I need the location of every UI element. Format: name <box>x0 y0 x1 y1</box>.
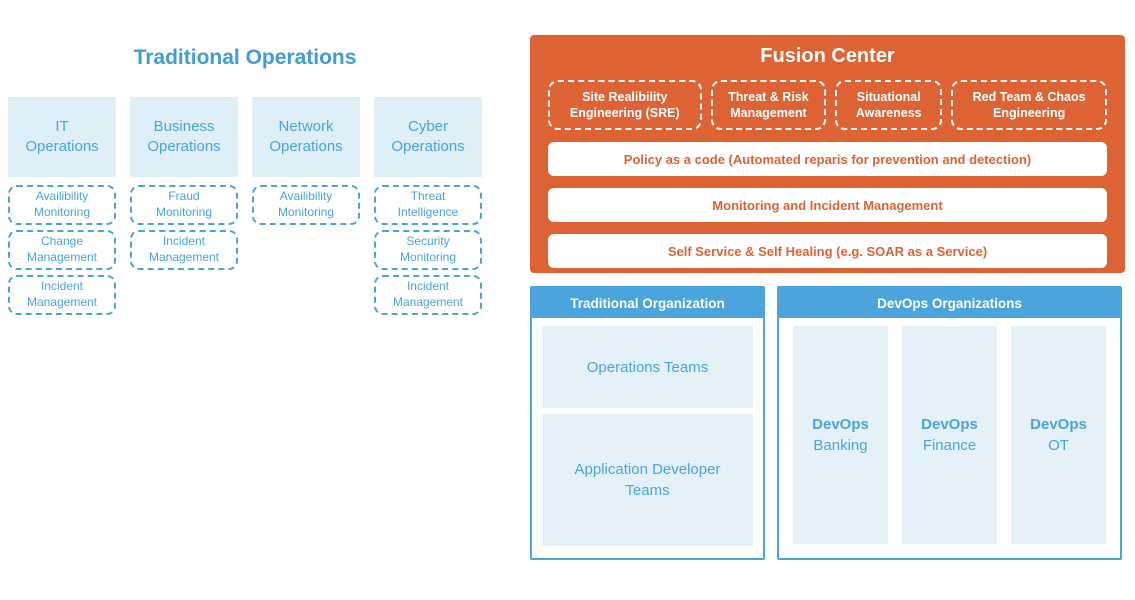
it-incident-management-box: Incident Management <box>8 275 116 315</box>
network-operations-box: Network Operations <box>252 97 360 177</box>
fusion-capabilities-row: Site Realibility Engineering (SRE) Threa… <box>548 80 1107 130</box>
devops-banking-name: DevOps <box>812 416 869 433</box>
fusion-center-title: Fusion Center <box>760 45 895 67</box>
devops-organizations-body: DevOps Banking DevOps Finance DevOps OT <box>779 318 1120 552</box>
devops-ot-box: DevOps OT <box>1011 326 1106 544</box>
self-service-healing-service-bar: Self Service & Self Healing (e.g. SOAR a… <box>548 234 1107 268</box>
devops-finance-name: DevOps <box>921 416 978 433</box>
devops-organizations-header: DevOps Organizations <box>779 288 1120 318</box>
cyber-threat-intelligence-box: Threat Intelligence <box>374 185 482 225</box>
it-operations-box: IT Operations <box>8 97 116 177</box>
it-change-management-box: Change Management <box>8 230 116 270</box>
traditional-operations-title: Traditional Operations <box>133 46 357 69</box>
devops-ot-name: DevOps <box>1030 416 1087 433</box>
ops-column-it: IT Operations Availibility Monitoring Ch… <box>8 97 116 320</box>
application-developer-teams-box: Application Developer Teams <box>542 414 753 546</box>
ops-column-network: Network Operations Availibility Monitori… <box>252 97 360 320</box>
it-availability-monitoring-box: Availibility Monitoring <box>8 185 116 225</box>
devops-banking-unit: Banking <box>813 437 868 454</box>
cyber-incident-management-box: Incident Management <box>374 275 482 315</box>
devops-finance-unit: Finance <box>922 437 977 454</box>
network-availability-monitoring-box: Availibility Monitoring <box>252 185 360 225</box>
traditional-organization-panel: Traditional Organization Operations Team… <box>530 286 765 560</box>
business-incident-management-box: Incident Management <box>130 230 238 270</box>
business-operations-box: Business Operations <box>130 97 238 177</box>
operations-teams-box: Operations Teams <box>542 326 753 408</box>
traditional-organization-body: Operations Teams Application Developer T… <box>532 318 763 554</box>
traditional-operations-grid: IT Operations Availibility Monitoring Ch… <box>8 97 482 320</box>
threat-risk-management-capability-box: Threat & Risk Management <box>710 80 827 130</box>
devops-organizations-panel: DevOps Organizations DevOps Banking DevO… <box>777 286 1122 560</box>
devops-banking-box: DevOps Banking <box>793 326 888 544</box>
business-fraud-monitoring-box: Fraud Monitoring <box>130 185 238 225</box>
situational-awareness-capability-box: Situational Awareness <box>835 80 943 130</box>
ops-column-cyber: Cyber Operations Threat Intelligence Sec… <box>374 97 482 320</box>
traditional-organization-header: Traditional Organization <box>532 288 763 318</box>
cyber-operations-box: Cyber Operations <box>374 97 482 177</box>
devops-ot-unit: OT <box>1048 437 1069 454</box>
cyber-security-monitoring-box: Security Monitoring <box>374 230 482 270</box>
policy-as-code-service-bar: Policy as a code (Automated reparis for … <box>548 142 1107 176</box>
monitoring-incident-service-bar: Monitoring and Incident Management <box>548 188 1107 222</box>
fusion-center-panel: Fusion Center Site Realibility Engineeri… <box>530 35 1125 273</box>
devops-finance-box: DevOps Finance <box>902 326 997 544</box>
red-team-chaos-capability-box: Red Team & Chaos Engineering <box>951 80 1107 130</box>
sre-capability-box: Site Realibility Engineering (SRE) <box>548 80 702 130</box>
ops-column-business: Business Operations Fraud Monitoring Inc… <box>130 97 238 320</box>
